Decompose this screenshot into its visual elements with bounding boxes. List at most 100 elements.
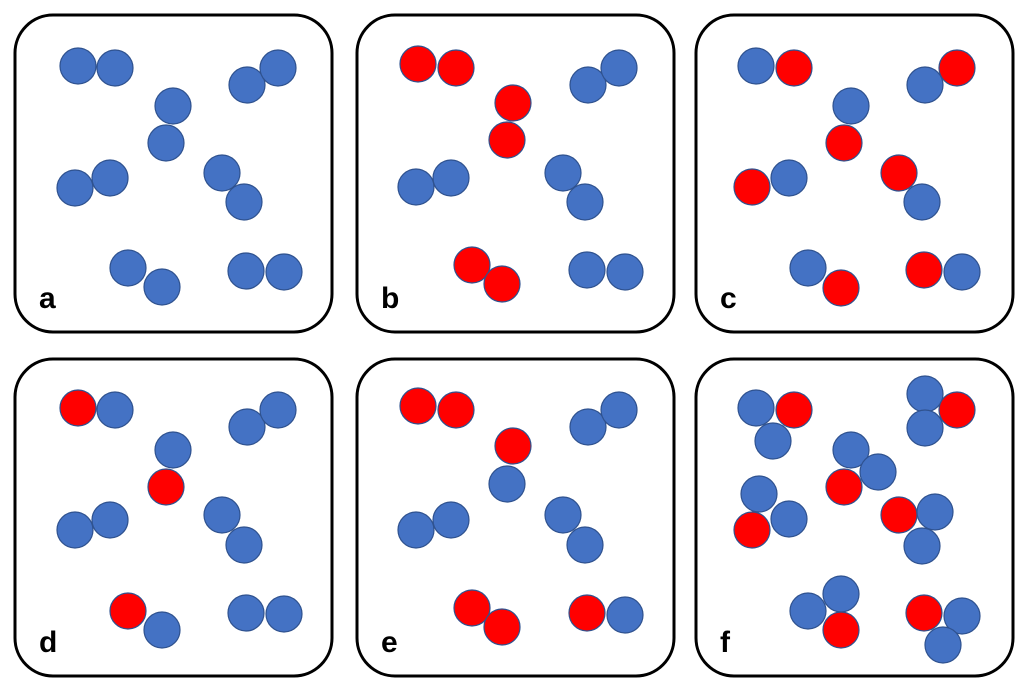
panel-label: b [381,282,399,315]
blue-atom [740,475,778,513]
red-atom [825,468,863,506]
blue-atom [225,183,263,221]
blue-atom [91,159,129,197]
red-atom [775,49,813,87]
blue-atom [770,500,808,538]
blue-atom [943,597,981,635]
blue-atom [265,253,303,291]
red-atom [109,592,147,630]
blue-atom [59,47,97,85]
blue-atom [225,526,263,564]
blue-atom [737,47,775,85]
blue-atom [227,594,265,632]
blue-atom [789,592,827,630]
blue-atom [432,159,470,197]
blue-atom [569,66,607,104]
blue-atom [737,389,775,427]
blue-atom [265,595,303,633]
red-atom [147,468,185,506]
panel-a: a [13,13,334,334]
red-atom [775,391,813,429]
blue-atom [789,249,827,287]
blue-atom [903,527,941,565]
blue-atom [568,251,606,289]
red-atom [453,246,491,284]
blue-atom [56,169,94,207]
blue-atom [903,183,941,221]
panel-label: f [720,626,731,659]
blue-atom [906,409,944,447]
blue-atom [91,501,129,539]
red-atom [905,251,943,289]
red-atom [905,594,943,632]
red-atom [483,608,521,646]
blue-atom [822,575,860,613]
panel-label: e [381,626,398,659]
blue-atom [924,626,962,664]
red-atom [399,387,437,425]
red-atom [568,594,606,632]
red-atom [822,269,860,307]
blue-atom [154,87,192,125]
red-atom [494,84,532,122]
blue-atom [488,465,526,503]
blue-atom [606,596,644,634]
panel-f: f [694,357,1015,678]
red-atom [880,154,918,192]
blue-atom [228,66,266,104]
blue-atom [859,453,897,491]
blue-atom [96,391,134,429]
blue-atom [770,159,808,197]
blue-atom [154,431,192,469]
blue-atom [600,391,638,429]
panel-e: e [355,357,676,678]
blue-atom [203,496,241,534]
blue-atom [906,375,944,413]
panel-label: c [720,282,737,315]
blue-atom [916,493,954,531]
blue-atom [147,124,185,162]
blue-atom [143,268,181,306]
panel-b: b [355,13,676,334]
blue-atom [259,49,297,87]
blue-atom [943,253,981,291]
blue-atom [227,252,265,290]
panel-label: a [39,282,56,315]
blue-atom [906,66,944,104]
blue-atom [259,391,297,429]
blue-atom [544,154,582,192]
blue-atom [432,501,470,539]
red-atom [453,589,491,627]
blue-atom [832,431,870,469]
blue-atom [606,253,644,291]
panel-c: c [694,13,1015,334]
blue-atom [56,511,94,549]
red-atom [822,611,860,649]
red-atom [938,49,976,87]
blue-atom [566,183,604,221]
blue-atom [203,154,241,192]
blue-atom [754,422,792,460]
blue-atom [397,168,435,206]
blue-atom [600,49,638,87]
blue-atom [832,87,870,125]
blue-atom [569,408,607,446]
blue-atom [566,526,604,564]
blue-atom [228,408,266,446]
blue-atom [544,496,582,534]
blue-atom [96,49,134,87]
blue-atom [109,249,147,287]
red-atom [437,49,475,87]
red-atom [733,511,771,549]
red-atom [938,391,976,429]
panel-label: d [39,626,57,659]
blue-atom [143,611,181,649]
blue-atom [397,511,435,549]
panel-d: d [13,357,334,678]
red-atom [733,168,771,206]
red-atom [880,496,918,534]
red-atom [488,121,526,159]
red-atom [59,389,97,427]
red-atom [825,124,863,162]
